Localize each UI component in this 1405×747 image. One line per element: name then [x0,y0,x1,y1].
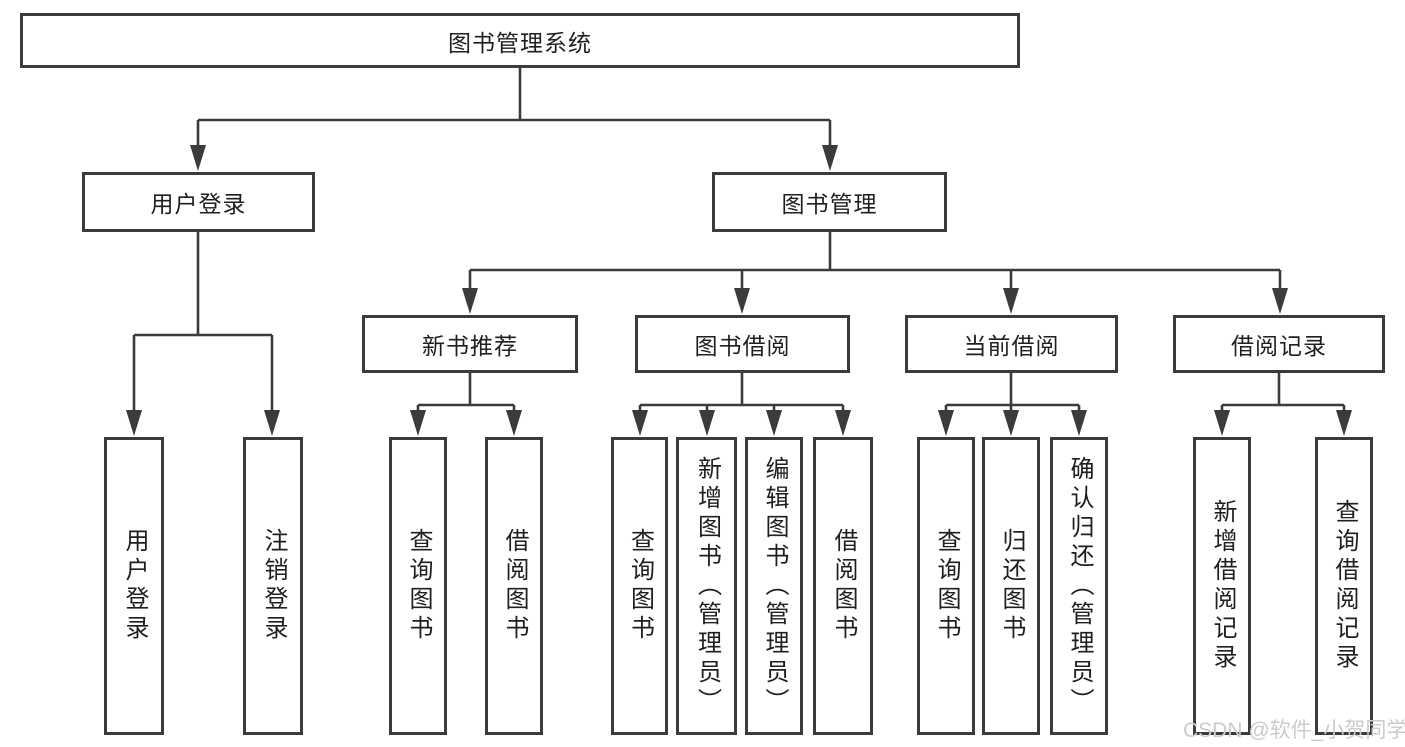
leaf-current-confirm-return-admin: 确认归还（管理员） [1050,437,1108,735]
node-root: 图书管理系统 [20,13,1020,68]
leaf-current-search-books: 查询图书 [917,437,975,735]
leaf-recommend-search-books: 查询图书 [389,437,447,735]
leaf-logout: 注销登录 [243,437,303,735]
leaf-records-add-record: 新增借阅记录 [1193,437,1251,735]
leaf-current-return-books: 归还图书 [982,437,1040,735]
leaf-records-search-record: 查询借阅记录 [1315,437,1373,735]
node-book-borrow: 图书借阅 [635,315,850,373]
leaf-borrow-add-books-admin: 新增图书（管理员） [676,437,737,735]
leaf-borrow-borrow-books: 借阅图书 [813,437,873,735]
leaf-user-login: 用户登录 [104,437,164,735]
csdn-watermark: CSDN @软件_小贺同学 [1183,719,1405,742]
leaf-borrow-search-books: 查询图书 [611,437,668,735]
leaf-borrow-edit-books-admin: 编辑图书（管理员） [745,437,803,735]
node-book-management: 图书管理 [712,172,947,232]
node-new-book-recommend: 新书推荐 [362,315,578,373]
leaf-recommend-borrow-books: 借阅图书 [485,437,543,735]
node-current-borrow: 当前借阅 [905,315,1118,373]
node-borrow-records: 借阅记录 [1173,315,1385,373]
node-user-login: 用户登录 [82,172,315,232]
